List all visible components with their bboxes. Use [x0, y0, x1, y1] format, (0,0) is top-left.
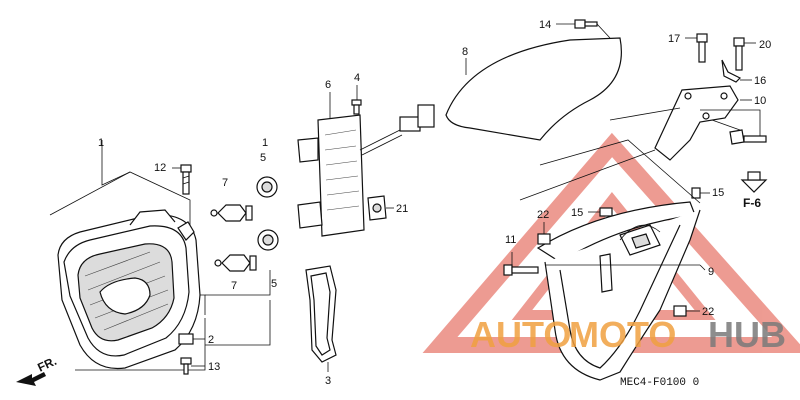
label-diagram-code: MEC4-F0100 0	[620, 377, 699, 389]
connector-21	[367, 195, 394, 221]
nut-15-lower	[588, 207, 613, 217]
bracket-10	[654, 85, 752, 161]
label-part-12: 12	[154, 162, 166, 174]
label-part-3: 3	[325, 375, 331, 387]
label-front: FR.	[35, 354, 58, 375]
label-part-15-lower: 15	[571, 207, 583, 219]
screw-4	[351, 85, 362, 115]
label-part-22-lower: 22	[702, 306, 714, 318]
bolt-12	[172, 164, 192, 195]
bulb-upper	[210, 204, 253, 222]
label-part-17: 17	[668, 33, 680, 45]
label-part-13: 13	[208, 361, 220, 373]
bolt-11	[503, 252, 539, 276]
label-part-15-upper: 15	[712, 187, 724, 199]
label-part-5-lower: 5	[271, 278, 277, 290]
stay-9	[536, 201, 706, 381]
label-part-11: 11	[505, 234, 516, 246]
bolt-20	[733, 37, 756, 71]
label-ref-f6: F-6	[743, 196, 761, 210]
label-part-10: 10	[754, 95, 766, 107]
label-part-9: 9	[708, 266, 714, 278]
label-part-7-lower: 7	[231, 280, 237, 292]
screw-13	[180, 357, 205, 375]
wiring-harness-6	[297, 92, 435, 237]
watermark-text-hub: HUB	[708, 314, 786, 355]
nut-15-upper	[691, 187, 710, 199]
screw-14	[556, 19, 611, 39]
watermark-text-auto: AUTO	[470, 314, 571, 355]
gasket-3	[305, 265, 337, 372]
label-part-1-socket: 1	[262, 137, 268, 149]
socket-upper	[256, 176, 278, 198]
socket-lower	[257, 229, 279, 251]
bulb-lower	[214, 254, 257, 272]
label-part-2: 2	[208, 334, 214, 346]
leader-lines	[519, 107, 701, 204]
watermark-text-moto: MOTO	[569, 314, 676, 355]
clip-2	[178, 333, 205, 345]
label-part-5-upper: 5	[260, 152, 266, 164]
label-part-14: 14	[539, 19, 551, 31]
watermark-text: AUTO MOTO HUB	[470, 314, 786, 355]
front-direction-arrow: FR.	[16, 354, 59, 386]
label-part-7-upper: 7	[222, 177, 228, 189]
ref-f6-group	[700, 109, 768, 193]
nut-22-lower	[673, 305, 700, 317]
label-part-4: 4	[354, 72, 360, 84]
label-part-21: 21	[396, 203, 408, 215]
nut-22-upper	[537, 222, 551, 245]
headlight-assembly	[49, 140, 271, 371]
label-part-22-upper: 22	[537, 209, 549, 221]
bolt-17	[685, 33, 708, 63]
part-number-labels: 1 1 2 3 4 5 5 6 7 7 8 9 10 11 12 13 14 1…	[98, 19, 771, 389]
windscreen-8	[445, 37, 622, 141]
label-part-6: 6	[325, 79, 331, 91]
label-part-16: 16	[754, 75, 766, 87]
label-part-20: 20	[759, 39, 771, 51]
label-part-8: 8	[462, 46, 468, 58]
clip-16	[721, 59, 752, 83]
label-part-1-headlight: 1	[98, 137, 104, 149]
